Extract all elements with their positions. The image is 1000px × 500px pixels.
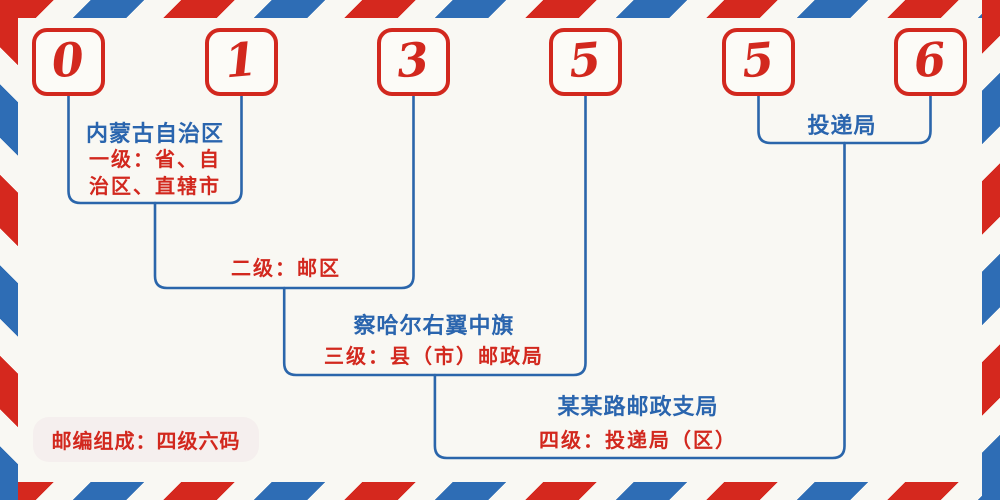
delivery-office-label: 投递局 [807, 113, 877, 139]
airmail-stripe-top [0, 0, 1000, 18]
digit-box-3: 3 [377, 28, 450, 96]
digit-box-4: 5 [549, 28, 622, 96]
level2-desc-label: 二级：邮区 [231, 256, 341, 280]
airmail-stripe-bottom [0, 482, 1000, 500]
level1-desc-line2: 治区、直辖市 [89, 174, 221, 198]
digit-value: 1 [223, 31, 260, 89]
digit-value: 5 [567, 31, 604, 89]
digit-box-5: 5 [722, 28, 795, 96]
level1-desc-line1: 一级：省、自 [89, 147, 221, 171]
digit-box-1: 0 [32, 28, 105, 96]
digit-box-6: 6 [894, 28, 967, 96]
level3-place-label: 察哈尔右翼中旗 [353, 313, 515, 339]
footer-note-text: 邮编组成：四级六码 [51, 429, 241, 453]
bracket-level4 [433, 141, 846, 460]
level3-desc-label: 三级：县（市）邮政局 [324, 344, 544, 368]
level1-place-label: 内蒙古自治区 [85, 121, 225, 147]
bracket-delivery [757, 94, 932, 145]
digit-box-2: 1 [205, 28, 278, 96]
level4-place-label: 某某路邮政支局 [557, 394, 719, 420]
digit-value: 5 [740, 31, 777, 89]
airmail-stripe-left [0, 0, 18, 500]
airmail-stripe-right [982, 0, 1000, 500]
level1-desc-label: 一级：省、自 治区、直辖市 [89, 146, 221, 200]
digit-value: 6 [912, 31, 949, 89]
digit-value: 3 [395, 31, 432, 89]
digit-value: 0 [50, 31, 87, 89]
level4-desc-label: 四级：投递局（区） [539, 428, 737, 452]
footer-note-pill: 邮编组成：四级六码 [33, 417, 259, 462]
